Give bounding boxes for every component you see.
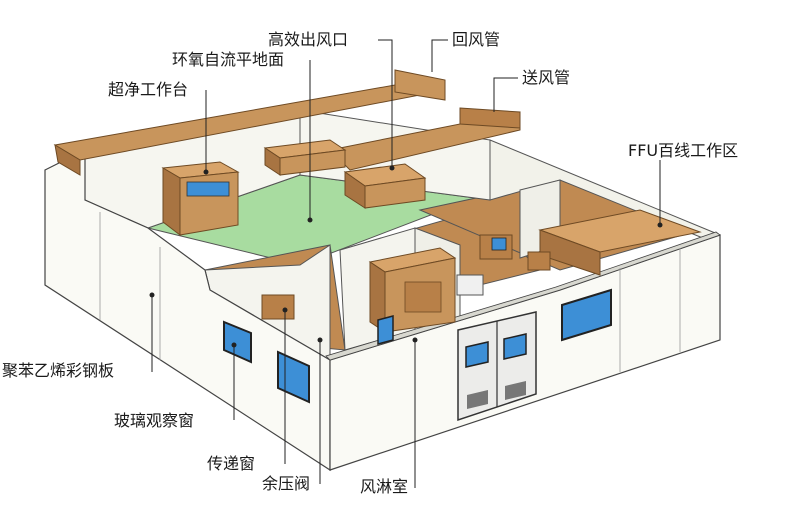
equipment-box-right	[527, 251, 551, 271]
observation-window-3	[561, 288, 612, 342]
leader-dot	[389, 165, 395, 171]
wall-top-edge	[325, 231, 721, 361]
leader-supply-duct	[493, 77, 518, 112]
hepa-outlet-center-side	[344, 171, 366, 209]
ffu-station-front	[539, 229, 601, 276]
hepa-outlet-left-front	[279, 149, 346, 176]
label-supply-duct: 送风管	[522, 68, 571, 87]
pass-box-center	[456, 274, 484, 296]
door-vent-right	[505, 381, 526, 400]
return-duct-side	[54, 144, 81, 176]
leader-dot	[203, 169, 209, 175]
supply-duct-top	[459, 107, 521, 129]
front-wall-left	[44, 149, 331, 472]
leader-return-duct	[431, 39, 448, 72]
leader-dot	[412, 337, 418, 343]
door-window-left	[465, 341, 489, 368]
label-pressure-valve: 余压阀	[262, 474, 311, 493]
return-duct-riser	[394, 69, 446, 101]
leader-dot	[282, 307, 288, 313]
label-eps-panel: 聚苯乙烯彩钢板	[2, 361, 115, 380]
label-return-duct: 回风管	[452, 30, 501, 49]
label-epoxy-floor: 环氧自流平地面	[172, 50, 285, 69]
pass-box-left	[261, 294, 295, 320]
leader-dot	[231, 342, 237, 348]
label-pass-box: 传递窗	[207, 454, 256, 473]
door-vent-left	[467, 390, 488, 409]
observation-window-1	[223, 320, 252, 364]
label-hepa-outlet: 高效出风口	[268, 30, 349, 49]
leader-hepa-outlet	[378, 39, 393, 168]
leader-dot	[149, 292, 155, 298]
label-ffu-zone: FFU百线工作区	[628, 141, 739, 160]
clean-bench-glass	[186, 181, 230, 197]
clean-bench-front	[179, 171, 239, 236]
air-shower-panel	[404, 281, 442, 313]
label-air-shower: 风淋室	[360, 477, 409, 496]
leader-dot	[307, 217, 313, 223]
label-glass-window: 玻璃观察窗	[114, 411, 195, 430]
bench-glass-right	[491, 237, 507, 251]
door-window-right	[503, 333, 527, 360]
clean-bench-side	[162, 167, 181, 237]
leader-dot	[657, 222, 663, 228]
leader-dot	[317, 337, 323, 343]
label-clean-bench: 超净工作台	[108, 80, 189, 99]
observation-window-2	[277, 350, 310, 404]
interior-window	[377, 315, 394, 345]
